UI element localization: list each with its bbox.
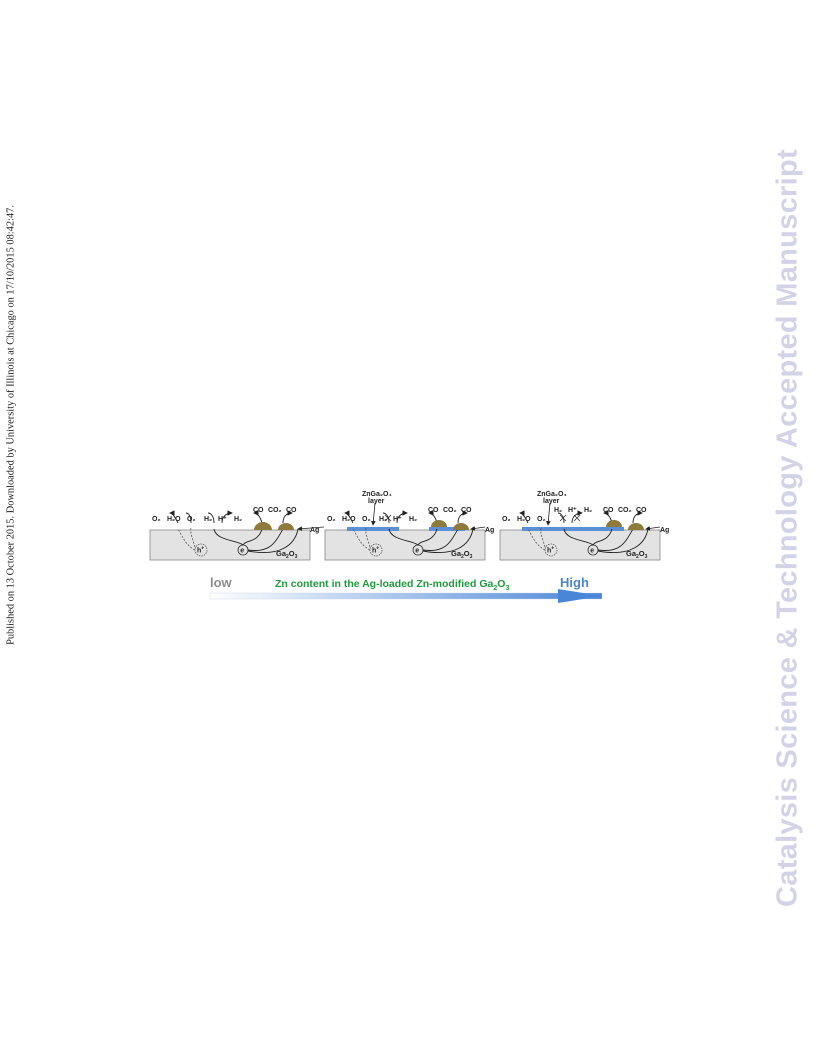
co2-co-arc-2 [282, 510, 293, 524]
hole-label: h+ [547, 546, 554, 555]
species-h2o: H₂O [167, 516, 181, 523]
species-hplus: H⁺ [393, 516, 402, 523]
ag-particle-2 [628, 523, 644, 530]
species-h2o: H₂O [342, 516, 356, 523]
species-co2: CO₂ [443, 507, 457, 514]
high-label: High [560, 575, 589, 590]
species-o2: O₂ [152, 516, 161, 523]
znga2o4-layer [522, 527, 624, 531]
zn-content-arrow: low Zn content in the Ag-loaded Zn-modif… [209, 575, 603, 603]
species-co: CO [253, 507, 264, 514]
caption-text: Zn content in the Ag-loaded Zn-modified … [275, 578, 509, 592]
support-label: Ga2O3 [451, 549, 473, 560]
support-label: Ga2O3 [276, 549, 298, 560]
hole-path [177, 526, 196, 551]
co2-co-arc-1 [253, 510, 263, 524]
ga2o3-support [324, 529, 486, 561]
species-co: CO [636, 507, 647, 514]
electron-label: e [415, 548, 419, 555]
ag-label: Ag [485, 527, 494, 534]
layer-label-line1: ZnGa₂O₄ [537, 491, 567, 498]
znga2o4-layer [429, 527, 465, 531]
species-h2: H₂ [409, 516, 417, 523]
species-hplus: H⁺ [568, 507, 577, 514]
ga2o3-support [499, 529, 661, 561]
species-o2: O₂ [327, 516, 336, 523]
panel-1: h+ e Ag O₂ H₂O O₂ H₂ H⁺ H₂ CO CO₂ CO Ga2… [149, 507, 325, 561]
panel-2: h+ e Ag ZnGa₂O₄ layer O₂ H₂O O₂ H₂ H⁺ H₂… [324, 491, 494, 561]
electron-label: e [240, 548, 244, 555]
species-o2: O₂ [362, 516, 371, 523]
species-co: CO [286, 507, 297, 514]
species-co: CO [603, 507, 614, 514]
species-co2: CO₂ [268, 507, 282, 514]
species-h2: H₂ [204, 516, 212, 523]
znga2o4-layer [347, 527, 399, 531]
species-o2: O₂ [537, 516, 546, 523]
ag-label: Ag [660, 527, 669, 534]
ga2o3-support [149, 529, 311, 561]
ag-label: Ag [310, 527, 319, 534]
species-h2: H₂ [584, 507, 592, 514]
journal-watermark: Catalysis Science & Technology Accepted … [770, 116, 806, 940]
electron-path [213, 528, 299, 553]
species-h2: H₂ [554, 507, 562, 514]
species-h2: H₂ [234, 516, 242, 523]
species-co: CO [428, 507, 439, 514]
species-o2: O₂ [187, 516, 196, 523]
panel-3: h+ e Ag ZnGa₂O₄ layer O₂ H₂O O₂ H₂ H⁺ H₂… [499, 491, 669, 561]
hole-label: h+ [372, 546, 379, 555]
layer-label-line2: layer [543, 498, 560, 505]
ag-particle-1 [606, 520, 622, 527]
species-co2: CO₂ [618, 507, 632, 514]
electron-label: e [590, 548, 594, 555]
layer-label-line1: ZnGa₂O₄ [362, 491, 392, 498]
publication-side-note: Published on 13 October 2015. Downloaded… [4, 201, 18, 650]
watermark-text: Catalysis Science & Technology Accepted … [771, 149, 804, 907]
side-note-text: Published on 13 October 2015. Downloaded… [5, 205, 17, 645]
ag-particle-2 [453, 523, 469, 530]
h-h2-arc [207, 512, 215, 524]
electron-path [388, 528, 474, 553]
species-co: CO [461, 507, 472, 514]
hole-path [527, 526, 546, 551]
ag-particle-1 [254, 522, 272, 530]
hole-path [352, 526, 371, 551]
layer-label-line2: layer [368, 498, 385, 505]
arrow-head [558, 589, 602, 603]
o2-h2o-arc [169, 510, 179, 524]
electron-path [563, 528, 649, 553]
ag-particle-1 [431, 520, 447, 527]
low-label: low [210, 575, 233, 590]
hole-label: h+ [197, 546, 204, 555]
ag-particle-2 [278, 523, 294, 530]
species-hplus: H⁺ [218, 516, 227, 523]
species-h2: H₂ [379, 516, 387, 523]
species-o2: O₂ [502, 516, 511, 523]
species-h2o: H₂O [517, 516, 531, 523]
support-label: Ga2O3 [626, 549, 648, 560]
schematic-figure: h+ e Ag O₂ H₂O O₂ H₂ H⁺ H₂ CO CO₂ CO Ga2… [140, 485, 680, 610]
